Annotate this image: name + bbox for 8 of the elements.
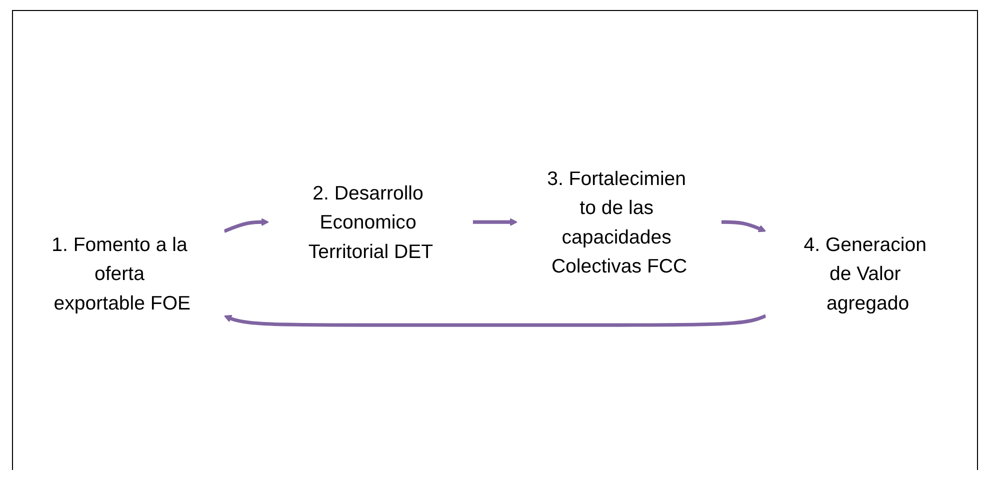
arrow [224, 314, 766, 327]
node-text: 4. Generacion de Valor agregado [804, 233, 926, 314]
arrow [224, 218, 269, 233]
node-text: 1. Fomento a la oferta exportable FOE [52, 233, 191, 314]
arrow [721, 220, 766, 232]
node-text: 2. Desarrollo Economico Territorial DET [308, 182, 434, 262]
arrow [472, 218, 518, 226]
node-text: 3. Fortalecimien to de las capacidades Colectivas FCC [547, 167, 688, 278]
